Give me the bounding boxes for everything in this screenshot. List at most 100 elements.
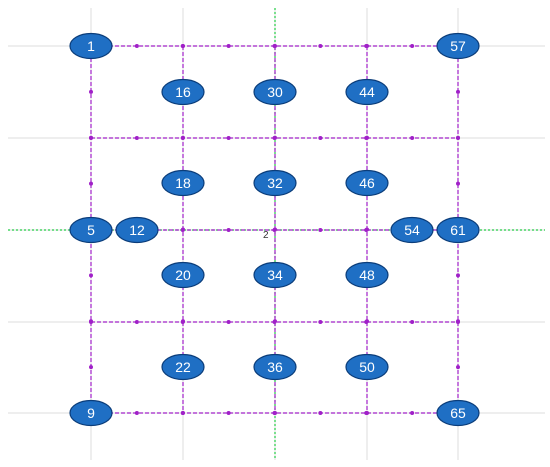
node-ellipse-48	[345, 261, 389, 289]
wire-dot-87	[456, 319, 460, 324]
wire-dot-30	[226, 320, 231, 324]
node-48: 48	[345, 261, 389, 289]
node-ellipse-34	[253, 261, 297, 289]
node-ellipse-30	[253, 78, 297, 106]
wire-dot-46	[89, 89, 93, 94]
node-layer: 1 57 16 30 44 18 32 46 5 12 54 61 20 34 48 22 36 50 9 65	[69, 32, 480, 427]
node-ellipse-32	[253, 169, 297, 197]
node-ellipse-12	[115, 216, 159, 244]
node-61: 61	[436, 216, 480, 244]
wire-dot-1	[134, 44, 139, 48]
node-32: 32	[253, 169, 297, 197]
wire-dot-71	[273, 411, 277, 415]
node-label-46: 46	[359, 175, 375, 191]
node-ellipse-5	[69, 216, 113, 244]
wire-dot-14	[318, 136, 323, 140]
wire-dot-82	[456, 89, 460, 94]
wire-dot-69	[273, 319, 277, 324]
wire-dot-32	[318, 320, 323, 324]
wire-dot-52	[89, 365, 93, 370]
node-1: 1	[69, 32, 113, 60]
node-34: 34	[253, 261, 297, 289]
wire-dot-43	[410, 411, 415, 415]
wire-dot-47	[89, 135, 93, 140]
node-label-50: 50	[359, 359, 375, 375]
wire-dot-58	[181, 227, 185, 232]
wire-dot-5	[318, 44, 323, 48]
wire-dot-72	[365, 44, 369, 48]
node-5: 5	[69, 216, 113, 244]
node-label-44: 44	[359, 84, 375, 100]
wire-dot-60	[181, 319, 185, 324]
node-57: 57	[436, 32, 480, 60]
node-label-36: 36	[267, 359, 283, 375]
node-30: 30	[253, 78, 297, 106]
node-ellipse-46	[345, 169, 389, 197]
node-label-48: 48	[359, 267, 375, 283]
node-ellipse-22	[161, 353, 205, 381]
node-ellipse-20	[161, 261, 205, 289]
wire-dot-21	[226, 228, 231, 232]
wire-dot-80	[365, 411, 369, 415]
wire-dot-78	[365, 319, 369, 324]
wire-dot-39	[226, 411, 231, 415]
node-label-12: 12	[129, 222, 145, 238]
node-ellipse-16	[161, 78, 205, 106]
wire-dot-41	[318, 411, 323, 415]
wire-dot-65	[273, 135, 277, 140]
wire-dot-62	[181, 411, 185, 415]
node-label-57: 57	[450, 38, 466, 54]
node-9: 9	[69, 399, 113, 427]
node-54: 54	[390, 216, 434, 244]
wire-dot-51	[89, 319, 93, 324]
wire-dot-74	[365, 135, 369, 140]
node-label-65: 65	[450, 405, 466, 421]
wire-dot-54	[181, 44, 185, 48]
node-18: 18	[161, 169, 205, 197]
node-label-34: 34	[267, 267, 283, 283]
node-16: 16	[161, 78, 205, 106]
wire-dot-37	[134, 411, 139, 415]
wire-dot-12	[226, 136, 231, 140]
node-ellipse-9	[69, 399, 113, 427]
wire-dot-76	[365, 227, 369, 232]
node-ellipse-1	[69, 32, 113, 60]
node-46: 46	[345, 169, 389, 197]
node-label-1: 1	[87, 38, 95, 54]
node-ellipse-54	[390, 216, 434, 244]
wire-dot-50	[89, 273, 93, 278]
node-36: 36	[253, 353, 297, 381]
node-label-61: 61	[450, 222, 466, 238]
node-label-30: 30	[267, 84, 283, 100]
wire-dot-7	[410, 44, 415, 48]
node-50: 50	[345, 353, 389, 381]
wire-dot-84	[456, 181, 460, 186]
node-label-9: 9	[87, 405, 95, 421]
node-label-16: 16	[175, 84, 191, 100]
node-ellipse-65	[436, 399, 480, 427]
node-label-22: 22	[175, 359, 191, 375]
wire-dot-28	[134, 320, 139, 324]
node-65: 65	[436, 399, 480, 427]
node-ellipse-44	[345, 78, 389, 106]
node-44: 44	[345, 78, 389, 106]
node-ellipse-18	[161, 169, 205, 197]
wire-dot-10	[134, 136, 139, 140]
wire-dot-67	[273, 227, 277, 232]
wire-dot-88	[456, 365, 460, 370]
node-ellipse-61	[436, 216, 480, 244]
wire-dot-56	[181, 135, 185, 140]
node-ellipse-36	[253, 353, 297, 381]
wire-dot-34	[410, 320, 415, 324]
node-20: 20	[161, 261, 205, 289]
wire-dot-3	[226, 44, 231, 48]
node-label-20: 20	[175, 267, 191, 283]
wire-dot-83	[456, 135, 460, 140]
origin-label: 2	[263, 230, 269, 241]
node-12: 12	[115, 216, 159, 244]
node-label-18: 18	[175, 175, 191, 191]
wire-dot-63	[273, 44, 277, 48]
wire-dot-23	[318, 228, 323, 232]
